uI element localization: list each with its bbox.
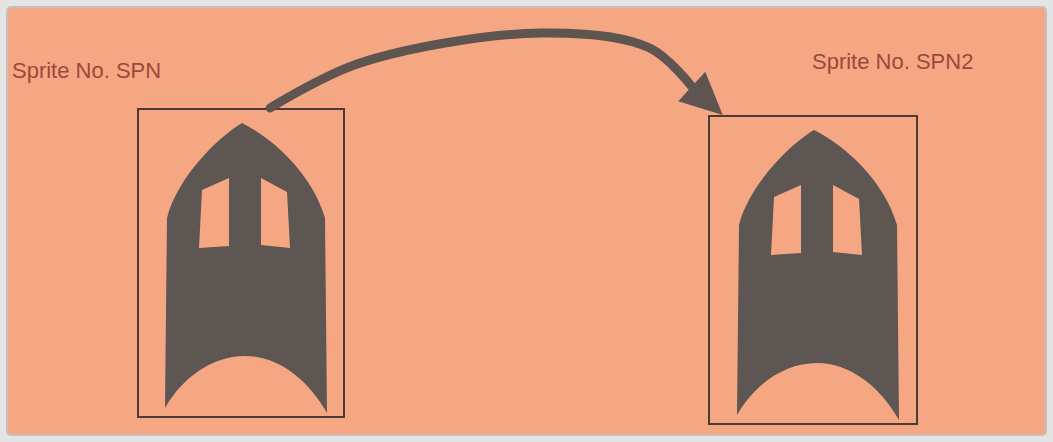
curved-arrow [270, 33, 692, 108]
sprite-box: Sprite No. SPN [137, 108, 345, 418]
sprite-label: Sprite No. SPN2 [812, 49, 973, 75]
arrow-head [678, 72, 722, 115]
ship-sprite [165, 123, 327, 413]
card-background [7, 7, 1046, 435]
ship-sprite [737, 130, 899, 420]
sprite-box: Sprite No. SPN2 [708, 115, 918, 425]
ship-shape [165, 123, 327, 413]
ship-shape [737, 130, 899, 420]
curved-arrow-group [270, 33, 723, 115]
sprite-label: Sprite No. SPN [12, 58, 161, 84]
